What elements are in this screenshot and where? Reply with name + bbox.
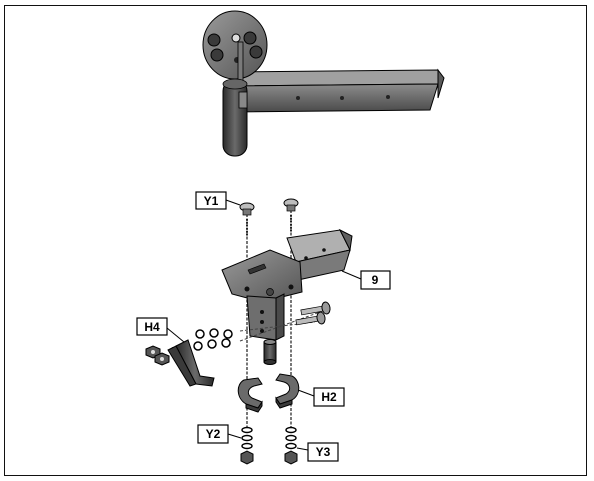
callout-y2-label: Y2 <box>206 427 221 441</box>
main-bracket <box>221 228 353 365</box>
callout-y1-label: Y1 <box>204 194 219 208</box>
assembled-view <box>202 10 445 157</box>
callout-h2: H2 <box>297 387 345 407</box>
assembled-head-plate <box>202 10 268 80</box>
callout-h4: H4 <box>136 317 185 343</box>
assembled-arm <box>227 68 445 113</box>
h2-clips <box>237 373 300 413</box>
callout-9: 9 <box>341 270 391 290</box>
callout-h2-label: H2 <box>321 390 337 404</box>
bottom-fasteners <box>240 426 298 465</box>
h4-blade <box>167 339 215 387</box>
callout-y3: Y3 <box>296 442 339 462</box>
callout-9-label: 9 <box>372 273 379 287</box>
assembled-blade <box>222 78 248 157</box>
side-bolts <box>239 301 331 342</box>
callout-y1: Y1 <box>195 191 241 210</box>
callout-h4-label: H4 <box>144 320 160 334</box>
callout-y2: Y2 <box>197 424 242 444</box>
exploded-view <box>145 198 353 465</box>
callout-y3-label: Y3 <box>316 445 331 459</box>
